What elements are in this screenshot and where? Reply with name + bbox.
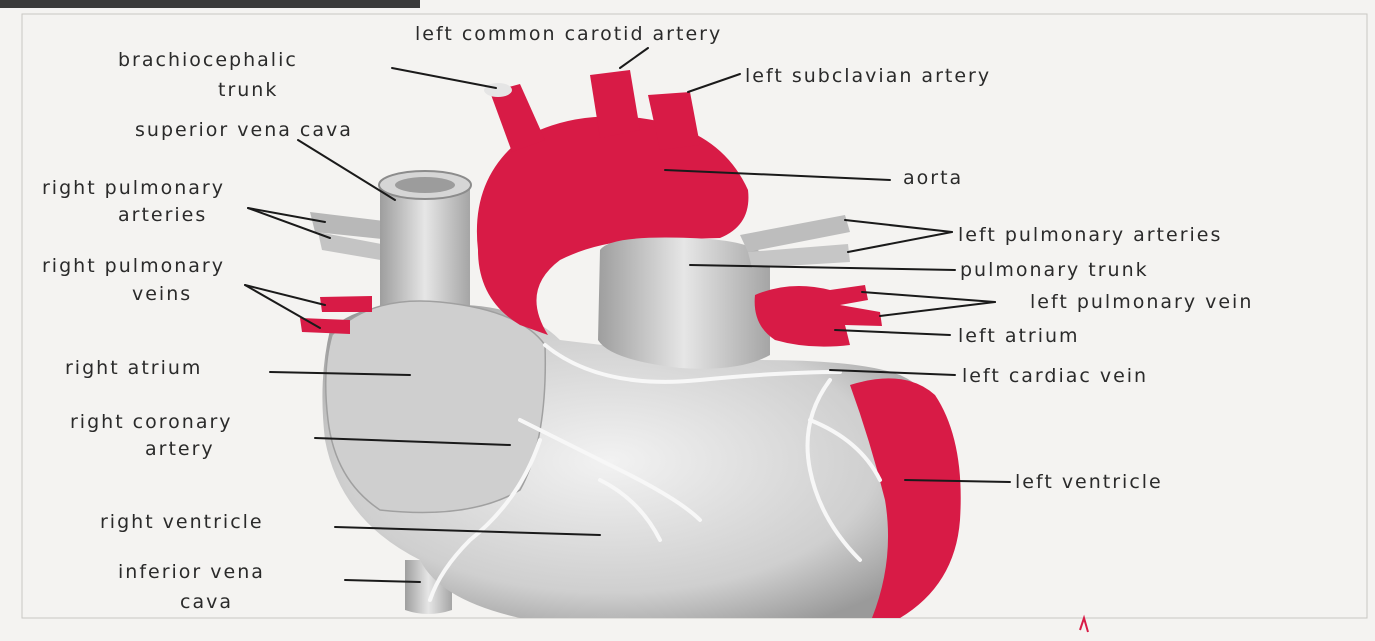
label-ivc-1: inferior vena bbox=[118, 561, 265, 583]
label-brachiocephalic-1: brachiocephalic bbox=[118, 49, 298, 71]
label-svc: superior vena cava bbox=[135, 119, 353, 141]
label-r-coronary-2: artery bbox=[145, 438, 215, 460]
right-atrium-shape bbox=[326, 301, 546, 513]
label-r-coronary-1: right coronary bbox=[70, 411, 233, 433]
label-l-pulm-vein: left pulmonary vein bbox=[1030, 291, 1253, 313]
label-r-pulm-vein-1: right pulmonary bbox=[42, 255, 225, 277]
label-left-atrium: left atrium bbox=[958, 325, 1080, 347]
label-left-common-carotid: left common carotid artery bbox=[415, 23, 722, 45]
label-pulm-trunk: pulmonary trunk bbox=[960, 259, 1149, 281]
label-right-ventricle: right ventricle bbox=[100, 511, 264, 533]
label-l-pulm-art: left pulmonary arteries bbox=[958, 224, 1222, 246]
label-r-pulm-art-1: right pulmonary bbox=[42, 177, 225, 199]
label-r-pulm-art-2: arteries bbox=[118, 204, 207, 226]
pulmonary-trunk-shape bbox=[598, 238, 770, 369]
label-r-pulm-vein-2: veins bbox=[132, 283, 192, 305]
label-brachiocephalic-2: trunk bbox=[218, 79, 278, 101]
brachiocephalic-opening bbox=[484, 83, 512, 97]
label-left-subclavian: left subclavian artery bbox=[745, 65, 991, 87]
label-ivc-2: cava bbox=[180, 591, 233, 613]
label-aorta: aorta bbox=[903, 167, 963, 189]
label-right-atrium: right atrium bbox=[65, 357, 202, 379]
right-pulmonary-vein-upper-shape bbox=[320, 296, 372, 312]
top-edge-mark bbox=[0, 0, 420, 8]
label-left-ventricle: left ventricle bbox=[1015, 471, 1163, 493]
svc-lumen bbox=[395, 177, 455, 193]
label-left-cardiac-vein: left cardiac vein bbox=[962, 365, 1148, 387]
